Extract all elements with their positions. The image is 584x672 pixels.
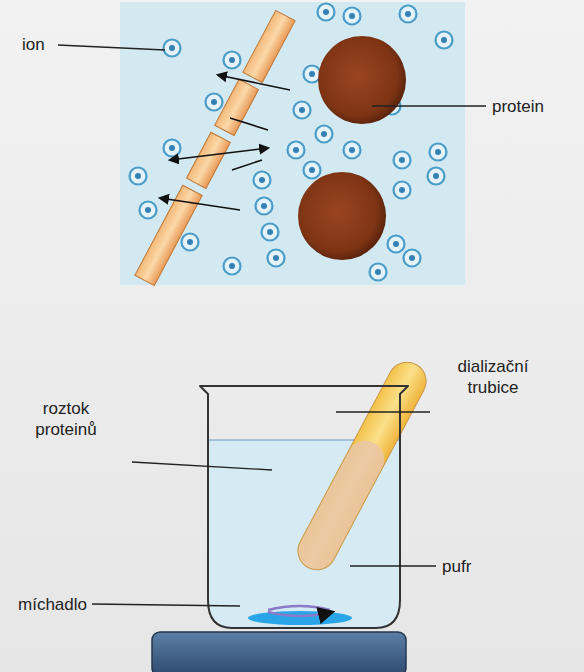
- leader-line: [350, 565, 436, 566]
- stirrer-plate: [152, 632, 406, 672]
- ion-core: [261, 203, 267, 209]
- ion-core: [293, 147, 299, 153]
- beaker: [200, 386, 408, 628]
- ion-core: [229, 57, 235, 63]
- ion-core: [409, 255, 415, 261]
- leader-line: [92, 604, 240, 606]
- ion-dot: [140, 202, 157, 219]
- ion-core: [399, 157, 405, 163]
- ion-core: [267, 229, 273, 235]
- ion-dot: [224, 258, 241, 275]
- callout-label: ion: [22, 34, 45, 55]
- ion-core: [309, 71, 315, 77]
- ion-core: [433, 173, 439, 179]
- ion-core: [393, 241, 399, 247]
- membrane: [135, 10, 295, 285]
- ion-core: [441, 37, 447, 43]
- dialysis-tube: [291, 356, 433, 577]
- leader-line: [336, 411, 430, 412]
- ion-core: [169, 145, 175, 151]
- ion-dot: [164, 40, 181, 57]
- ion-core: [187, 239, 193, 245]
- leader-line: [58, 45, 165, 50]
- ion-dot: [394, 152, 411, 169]
- ion-core: [211, 99, 217, 105]
- diffusion-arrows: [160, 75, 290, 210]
- ion-core: [169, 45, 175, 51]
- callout-label: pufr: [442, 556, 471, 577]
- ion-dot: [318, 4, 335, 21]
- leader-line: [132, 462, 272, 470]
- protein-blob: [318, 36, 406, 124]
- ion-dot: [182, 234, 199, 251]
- ion-dot: [428, 168, 445, 185]
- ion-core: [259, 177, 265, 183]
- ion-dot: [394, 182, 411, 199]
- callout-label: dializační trubice: [434, 356, 552, 398]
- ion-dot: [316, 126, 333, 143]
- ion-core: [323, 9, 329, 15]
- ion-dot: [404, 250, 421, 267]
- ion-core: [349, 13, 355, 19]
- ion-dot: [224, 52, 241, 69]
- ion-dot: [436, 32, 453, 49]
- ion-dot: [344, 8, 361, 25]
- ion-core: [273, 255, 279, 261]
- ion-dot: [344, 142, 361, 159]
- ion-dot: [262, 224, 279, 241]
- ion-core: [435, 149, 441, 155]
- ion-dot: [164, 140, 181, 157]
- ion-dot: [288, 142, 305, 159]
- ion-dot: [430, 144, 447, 161]
- ion-dot: [400, 6, 417, 23]
- ion-dot: [130, 168, 147, 185]
- ion-dot: [268, 250, 285, 267]
- ion-core: [309, 167, 315, 173]
- ion-dot: [206, 94, 223, 111]
- ion-dot: [370, 264, 387, 281]
- solution-panel: [120, 2, 465, 285]
- stir-bar: [268, 606, 330, 610]
- ion-core: [349, 147, 355, 153]
- ion-dot: [304, 66, 321, 83]
- ion-core: [405, 11, 411, 17]
- ion-core: [375, 269, 381, 275]
- leader-line: [372, 105, 486, 106]
- ion-core: [145, 207, 151, 213]
- stir-bar-glow: [248, 611, 352, 625]
- protein-blob: [298, 172, 386, 260]
- ion-dot: [256, 198, 273, 215]
- ion-core: [321, 131, 327, 137]
- ion-dot: [304, 162, 321, 179]
- ion-core: [399, 187, 405, 193]
- callout-label: míchadlo: [18, 594, 87, 615]
- ion-dot: [294, 102, 311, 119]
- ion-dot: [254, 172, 271, 189]
- ion-core: [299, 107, 305, 113]
- callout-label: protein: [492, 96, 544, 117]
- ion-dot: [388, 236, 405, 253]
- callout-label: roztok proteinů: [18, 398, 114, 440]
- ion-group: [130, 4, 453, 281]
- ion-core: [229, 263, 235, 269]
- ion-core: [135, 173, 141, 179]
